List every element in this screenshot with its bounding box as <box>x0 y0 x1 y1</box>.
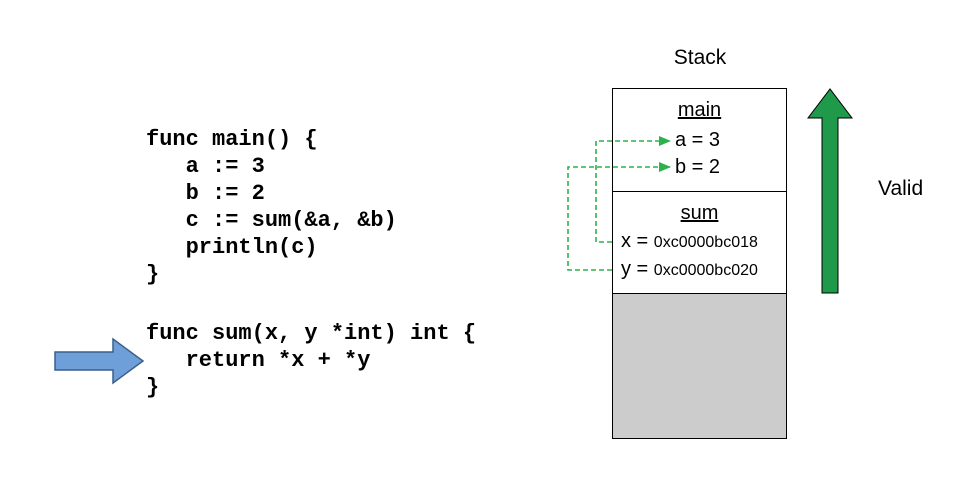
main-function-code: func main() { a := 3 b := 2 c := sum(&a,… <box>146 126 397 288</box>
code-line: b := 2 <box>146 181 265 206</box>
code-line: a := 3 <box>146 154 265 179</box>
unused-stack-region <box>613 294 786 438</box>
pointer-arrow-x-to-a <box>595 136 671 243</box>
sum-function-code: func sum(x, y *int) int { return *x + *y… <box>146 320 476 401</box>
pointer-y-address: 0xc0000bc020 <box>653 262 758 279</box>
pointer-y-name: y = <box>621 258 654 280</box>
code-line: } <box>146 262 160 287</box>
pointer-y: y = 0xc0000bc020 <box>621 258 758 281</box>
code-line: func sum(x, y *int) int { <box>146 321 477 346</box>
valid-direction-arrow-icon <box>806 88 854 294</box>
pointer-x-name: x = <box>621 230 654 252</box>
valid-label: Valid <box>878 177 924 200</box>
variable-b: b = 2 <box>675 156 721 178</box>
code-line: println(c) <box>146 235 318 260</box>
code-line-current: return *x + *y <box>146 348 371 373</box>
current-line-arrow-icon <box>54 337 145 385</box>
code-line: c := sum(&a, &b) <box>146 208 397 233</box>
main-stack-frame: main a = 3 b = 2 <box>613 89 786 192</box>
stack-title: Stack <box>673 46 727 69</box>
pointer-arrow-y-to-b <box>567 162 671 271</box>
frame-title-main: main <box>677 99 722 121</box>
stack-diagram: main a = 3 b = 2 sum x = 0xc0000bc018 y … <box>612 88 787 439</box>
sum-stack-frame: sum <box>613 192 786 294</box>
variable-a: a = 3 <box>675 129 721 151</box>
code-line: } <box>146 375 160 400</box>
pointer-x: x = 0xc0000bc018 <box>621 230 758 253</box>
frame-title-sum: sum <box>680 202 719 224</box>
pointer-x-address: 0xc0000bc018 <box>653 234 758 251</box>
code-line: func main() { <box>146 127 318 152</box>
